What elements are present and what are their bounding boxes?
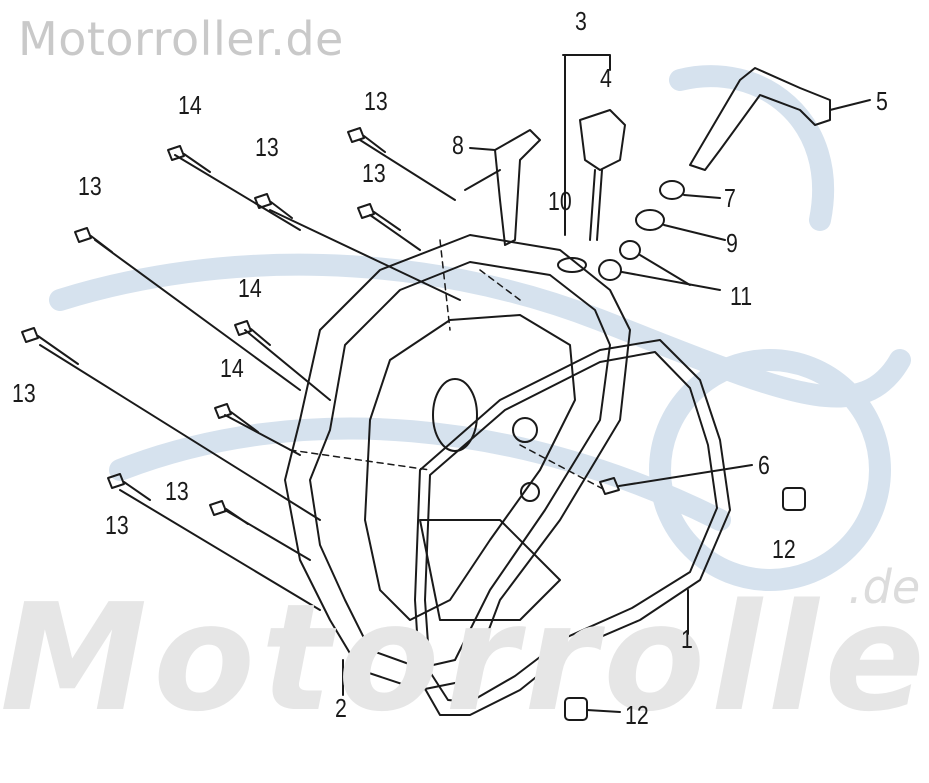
callout-12-bottom: 12	[625, 700, 649, 730]
callout-8: 8	[452, 130, 464, 160]
callout-11: 11	[730, 281, 753, 311]
bracket-part-8	[494, 129, 541, 246]
callout-1: 1	[681, 624, 693, 654]
callout-13-a: 13	[364, 86, 388, 116]
crankcase-cover	[284, 234, 631, 691]
callout-13-d: 13	[78, 171, 102, 201]
callout-13-f: 13	[165, 476, 189, 506]
callout-3: 3	[575, 6, 587, 36]
callout-13-b: 13	[255, 132, 279, 162]
callout-6: 6	[758, 450, 770, 480]
callout-10: 10	[548, 186, 572, 216]
callout-12-right: 12	[772, 534, 796, 564]
callout-7: 7	[724, 183, 736, 213]
callout-14-low: 14	[220, 353, 244, 383]
bolt-group	[21, 127, 401, 525]
watermark-suffix: .de	[848, 560, 921, 614]
gasket	[414, 339, 731, 716]
callout-5: 5	[876, 86, 888, 116]
callout-14-top: 14	[178, 90, 202, 120]
callout-2: 2	[335, 693, 347, 723]
kick-shaft	[689, 67, 831, 171]
watermark-top: Motorroller.de	[18, 12, 344, 66]
oil-cap	[579, 109, 626, 171]
callout-13-g: 13	[105, 510, 129, 540]
callout-4: 4	[600, 63, 612, 93]
watermark-bottom: Motorroller	[0, 572, 929, 744]
callout-13-c: 13	[362, 158, 386, 188]
callout-9: 9	[726, 228, 738, 258]
callout-14-mid: 14	[238, 273, 262, 303]
callout-13-e: 13	[12, 378, 36, 408]
